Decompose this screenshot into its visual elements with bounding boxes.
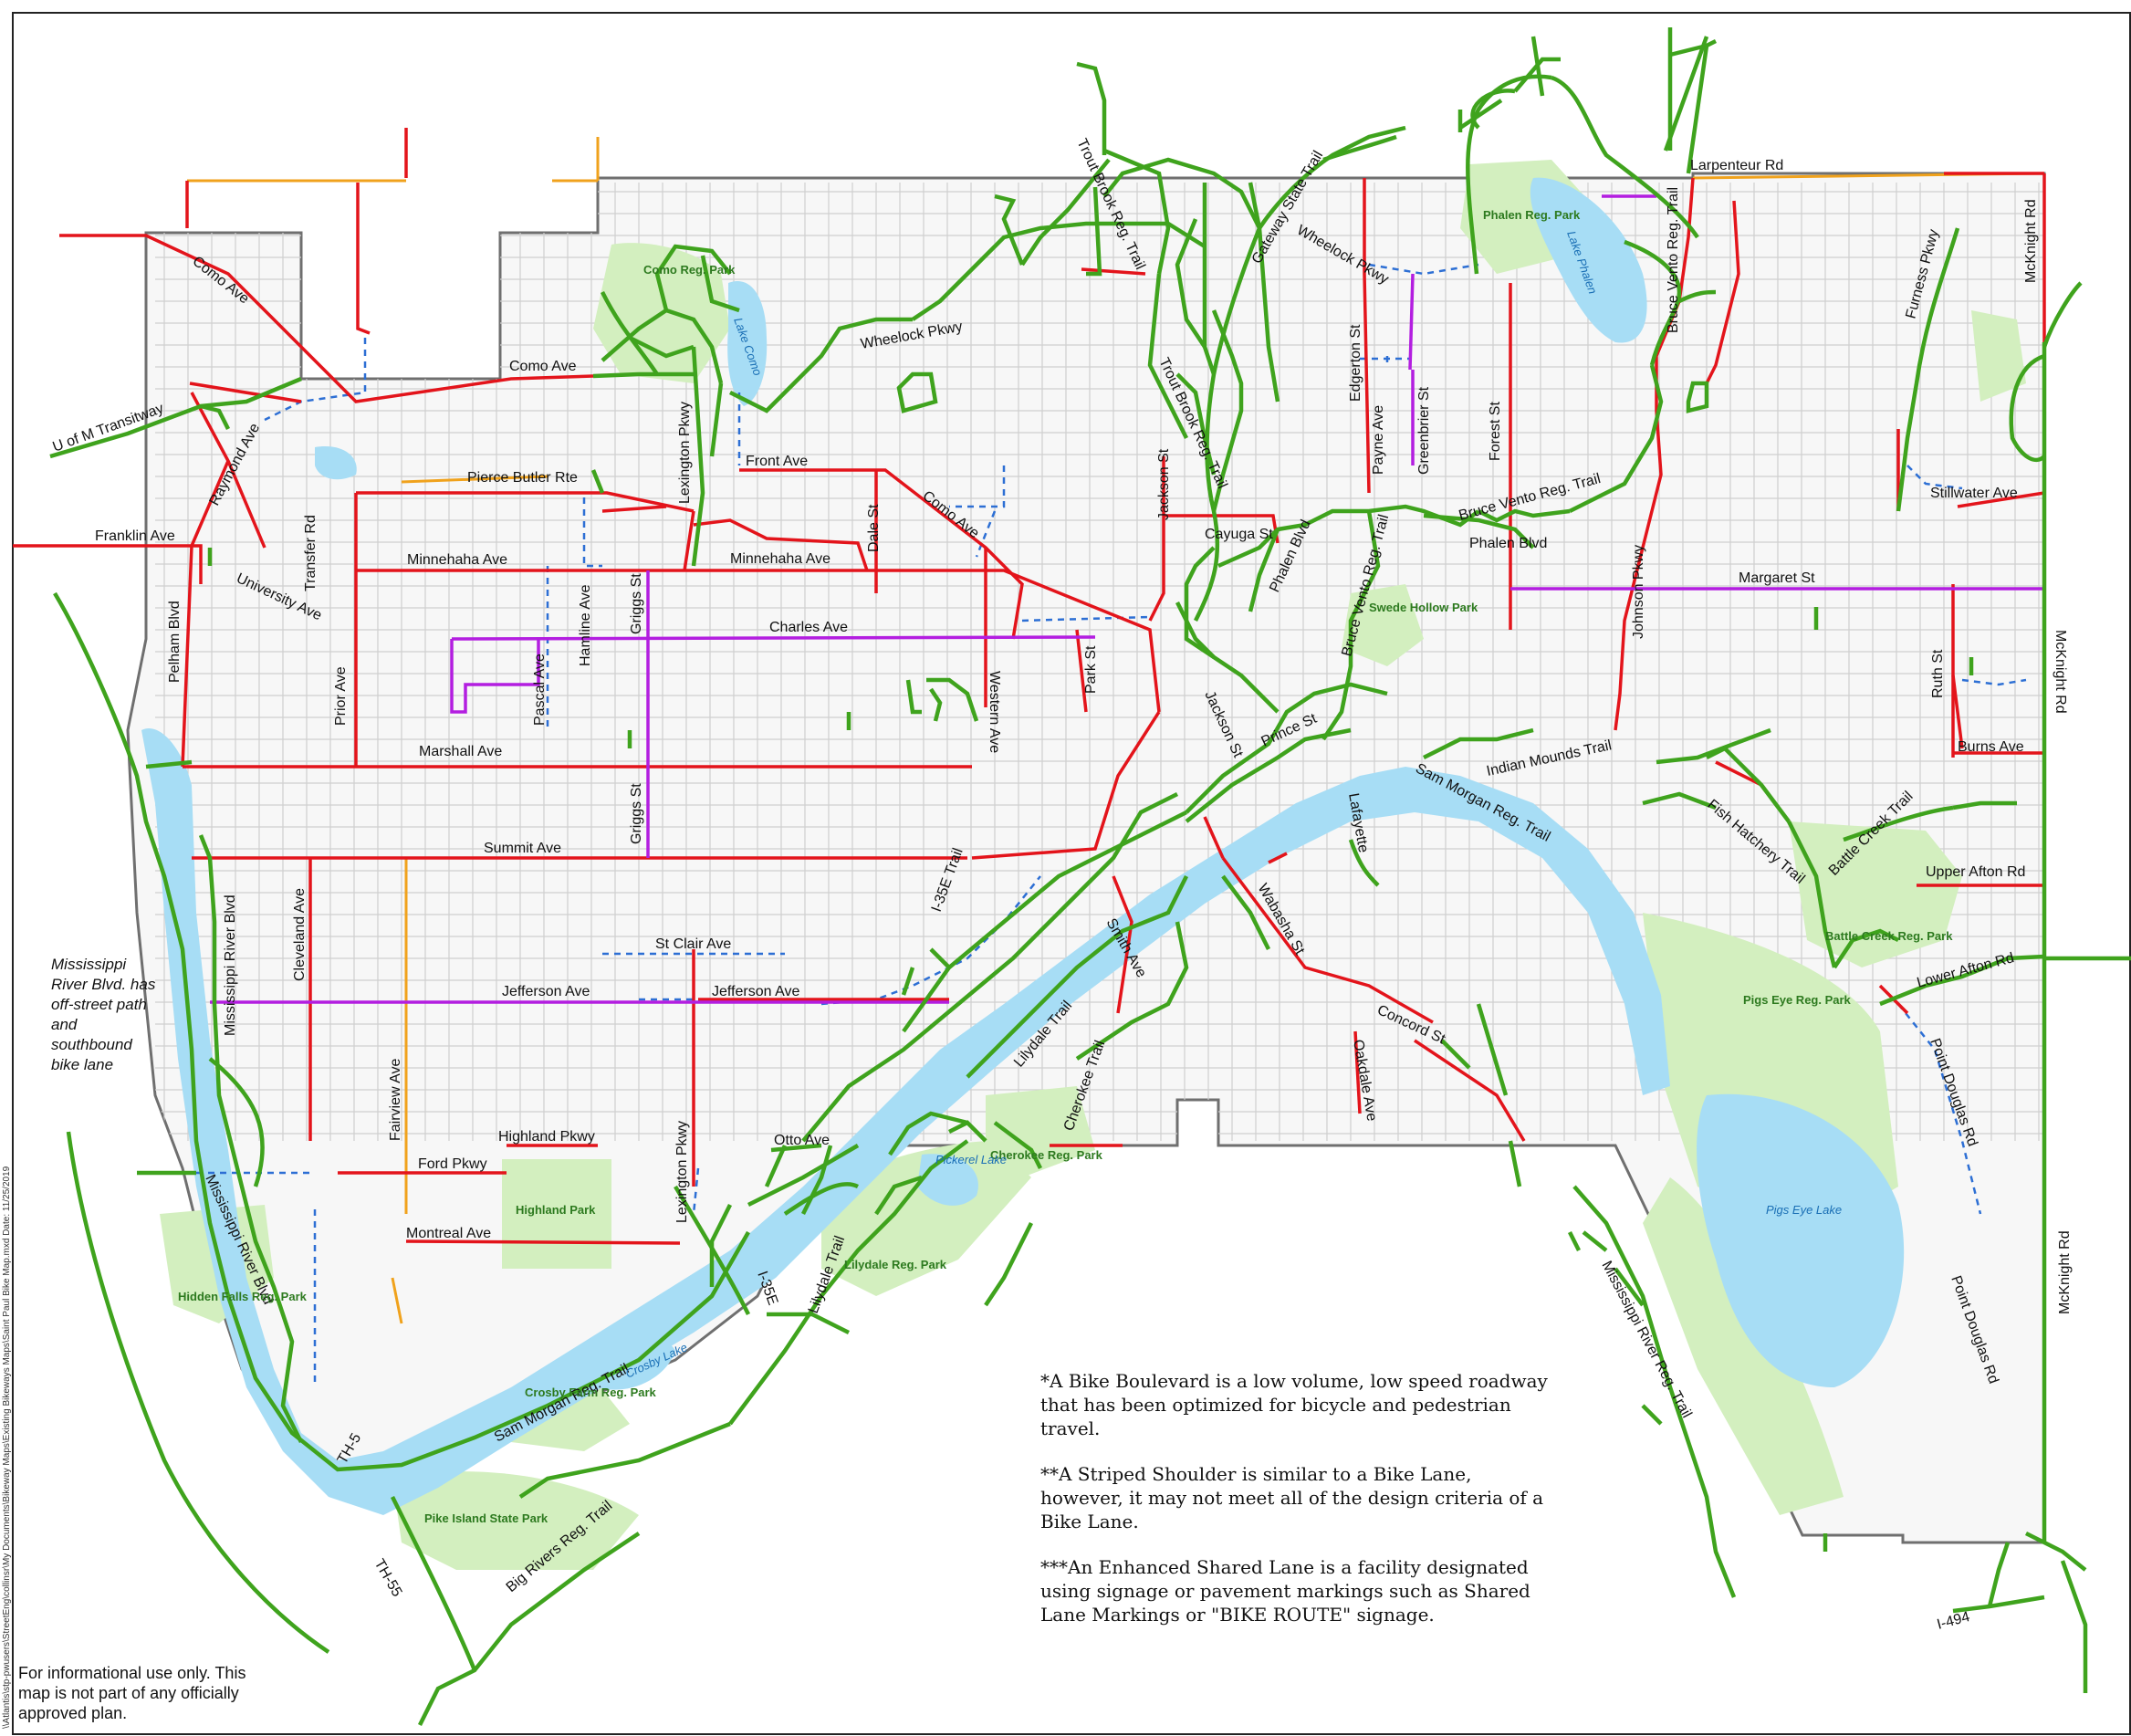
mississippi-river <box>141 728 1670 1515</box>
park-label: Pike Island State Park <box>424 1511 548 1525</box>
bike-boulevard-note: *A Bike Boulevard is a low volume, low s… <box>1040 1370 1548 1439</box>
file-path: \\Atlantis\stp-pwusers\StreetEng\collins… <box>2 1166 12 1729</box>
lake-phalen <box>1530 177 1647 343</box>
street-label: Cleveland Ave <box>292 888 308 981</box>
street-label: TH-55 <box>371 1557 405 1600</box>
street-label: Griggs St <box>629 573 644 634</box>
street-label: Como Ave <box>509 359 577 374</box>
street-label: Charles Ave <box>769 620 848 635</box>
street-label: Griggs St <box>629 783 644 844</box>
street-label: Fairview Ave <box>388 1058 403 1141</box>
street-label: Highland Pkwy <box>498 1129 595 1145</box>
street-label: Phalen Blvd <box>1469 536 1547 551</box>
street-label: Margaret St <box>1739 570 1815 586</box>
street-label: Burns Ave <box>1958 739 2024 755</box>
water <box>141 177 1905 1515</box>
street-label: Mississippi River Blvd <box>223 894 238 1036</box>
map-frame <box>12 12 2131 1735</box>
park-label: Como Reg. Park <box>643 263 736 277</box>
bike-boulevards <box>210 194 2044 1004</box>
park-label: Highland Park <box>516 1203 596 1217</box>
street-label: Transfer Rd <box>303 515 319 591</box>
street-label: Stillwater Ave <box>1930 486 2018 501</box>
street-label: Hamline Ave <box>578 584 593 666</box>
trails <box>49 27 2131 1727</box>
park-label: Phalen Reg. Park <box>1483 208 1581 222</box>
river-note: Mississippi River Blvd. has off-street p… <box>51 956 156 1073</box>
park-label: Hidden Falls Reg. Park <box>178 1290 308 1303</box>
street-label: Summit Ave <box>484 841 561 856</box>
street-label: Jefferson Ave <box>712 984 799 999</box>
shared-lane-note: ***An Enhanced Shared Lane is a facility… <box>1040 1556 1530 1626</box>
footnotes: *A Bike Boulevard is a low volume, low s… <box>1040 1369 1551 1648</box>
street-label: Pascal Ave <box>532 654 548 726</box>
street-label: Western Ave <box>987 671 1002 753</box>
street-label: Ruth St <box>1930 649 1946 698</box>
bike-lanes <box>13 128 2046 1245</box>
street-label: Pelham Blvd <box>167 601 183 683</box>
park-label: Lilydale Reg. Park <box>844 1258 947 1271</box>
pigs-eye-lake <box>1697 1093 1905 1387</box>
street-label: Montreal Ave <box>406 1226 491 1241</box>
street-label: Minnehaha Ave <box>730 551 830 567</box>
street-label: McKnight Rd <box>2023 199 2039 283</box>
street-label: St Clair Ave <box>655 936 731 952</box>
street-label: Dale St <box>866 504 882 552</box>
park-label: Swede Hollow Park <box>1369 601 1478 614</box>
street-label: Greenbrier St <box>1416 386 1432 475</box>
street-label: Ford Pkwy <box>418 1156 487 1172</box>
street-label: McKnight Rd <box>2053 630 2068 714</box>
street-label: Upper Afton Rd <box>1926 864 2025 880</box>
park-label: Pigs Eye Reg. Park <box>1743 993 1852 1007</box>
park-labels: Como Reg. Park Phalen Reg. Park Swede Ho… <box>178 208 1953 1525</box>
street-label: Bruce Vento Reg. Trail <box>1666 187 1681 333</box>
street-label: Jefferson Ave <box>502 984 590 999</box>
street-label: Cayuga St <box>1205 527 1273 542</box>
lake-como <box>727 281 768 406</box>
street-label: Forest St <box>1488 402 1503 461</box>
street-label: Lexington Pkwy <box>674 1121 690 1223</box>
enhanced-shared-lanes <box>196 263 2027 1387</box>
water-label: Pigs Eye Lake <box>1766 1203 1842 1217</box>
street-label: Edgerton St <box>1348 324 1363 402</box>
street-label: Marshall Ave <box>419 744 502 759</box>
disclaimer: For informational use only. This map is … <box>18 1664 246 1722</box>
street-label: Franklin Ave <box>95 528 175 544</box>
street-label: Johnson Pkwy <box>1631 545 1646 639</box>
street-label: Larpenteur Rd <box>1690 158 1783 173</box>
street-label: McKnight Rd <box>2057 1230 2073 1314</box>
street-label: Park St <box>1083 645 1099 694</box>
street-label: I-494 <box>1936 1609 1972 1633</box>
park-label: Crosby Farm Reg. Park <box>525 1386 657 1399</box>
street-label: Payne Ave <box>1371 405 1386 475</box>
park-label: Battle Creek Reg. Park <box>1825 929 1953 943</box>
striped-shoulder-note: **A Striped Shoulder is similar to a Bik… <box>1040 1463 1544 1532</box>
street-label: Prior Ave <box>333 666 349 726</box>
street-label: Jackson St <box>1156 448 1172 520</box>
water-label: Pickerel Lake <box>935 1153 1007 1166</box>
street-label: Pierce Butler Rte <box>467 470 578 486</box>
street-label: Front Ave <box>746 454 808 469</box>
street-label: Minnehaha Ave <box>407 552 507 568</box>
park-label: Cherokee Reg. Park <box>990 1148 1103 1162</box>
street-label: Otto Ave <box>774 1133 830 1148</box>
street-label: Lexington Pkwy <box>677 402 693 504</box>
parks <box>160 160 2026 1570</box>
